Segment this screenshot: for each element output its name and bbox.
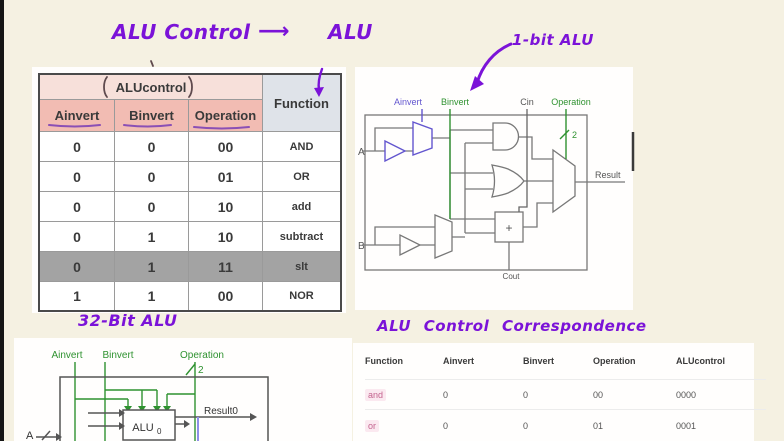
correspondence-table: Function Ainvert Binvert Operation ALUco… (353, 343, 766, 441)
function-chip: and (365, 388, 387, 401)
left-black-bar (0, 0, 4, 441)
handwritten-label-correspondence: ALU Control Correspondence (377, 317, 647, 335)
hand-tick-mark (150, 60, 154, 67)
table-cell: 0 (40, 132, 115, 162)
handwritten-arrow: ⟶ (258, 19, 291, 44)
one-bit-alu-image (355, 67, 633, 310)
table-col-header-ainvert: Ainvert (40, 100, 115, 132)
table-cell: 0 (40, 222, 115, 252)
table-cell: 00 (189, 132, 263, 162)
table-cell-function: slt (263, 252, 340, 282)
handwritten-title-alu: ALU (328, 20, 373, 44)
corr-cell-function: or (365, 410, 443, 441)
table-cell: 0 (40, 192, 115, 222)
corr-cell: 01 (593, 420, 604, 431)
table-cell: 10 (189, 222, 263, 252)
table-function-header: Function (263, 75, 340, 132)
table-col-header-binvert: Binvert (115, 100, 189, 132)
corr-header-alucontrol: ALUcontrol (676, 343, 766, 380)
table-cell-function: OR (263, 162, 340, 192)
table-cell: 1 (115, 252, 189, 282)
function-chip: or (365, 419, 380, 432)
table-cell-function: subtract (263, 222, 340, 252)
table-cell: 0 (115, 192, 189, 222)
corr-header-function: Function (365, 343, 443, 380)
table-cell: 00 (189, 282, 263, 310)
corr-cell: 0 (523, 380, 593, 410)
corr-header-operation: Operation (593, 343, 676, 380)
corr-cell: 0001 (676, 420, 697, 431)
table-cell: 0 (115, 132, 189, 162)
corr-cell: 0 (443, 420, 449, 431)
table-cell-function: add (263, 192, 340, 222)
corr-cell: 0 (443, 380, 523, 410)
thirty-two-bit-alu-image (14, 338, 352, 441)
table-cell: 1 (115, 282, 189, 310)
correspondence-table-image (353, 343, 754, 441)
table-col-header-operation: Operation (189, 100, 263, 132)
table-cell: 1 (40, 282, 115, 310)
corr-cell: 0 (523, 420, 529, 431)
corr-cell: 00 (593, 380, 676, 410)
handwritten-title-alu-control: ALU Control (112, 20, 251, 44)
table-cell: 0 (115, 162, 189, 192)
table-cell: 01 (189, 162, 263, 192)
handwritten-label-32-bit-alu: 32-Bit ALU (78, 311, 178, 330)
table-cell: 0 (40, 252, 115, 282)
corr-cell: 0000 (676, 380, 766, 410)
corr-header-ainvert: Ainvert (443, 343, 523, 380)
table-cell: 0 (40, 162, 115, 192)
table-group-header: ALUcontrol (40, 75, 263, 100)
table-cell-function: NOR (263, 282, 340, 310)
handwritten-label-1-bit-alu: 1-bit ALU (512, 31, 594, 49)
corr-header-binvert: Binvert (523, 343, 593, 380)
table-cell: 11 (189, 252, 263, 282)
table-cell: 10 (189, 192, 263, 222)
corr-cell-function: and (365, 380, 443, 410)
alu-control-table: ALUcontrol Function Ainvert Binvert Oper… (38, 73, 342, 312)
table-cell-function: AND (263, 132, 340, 162)
table-cell: 1 (115, 222, 189, 252)
